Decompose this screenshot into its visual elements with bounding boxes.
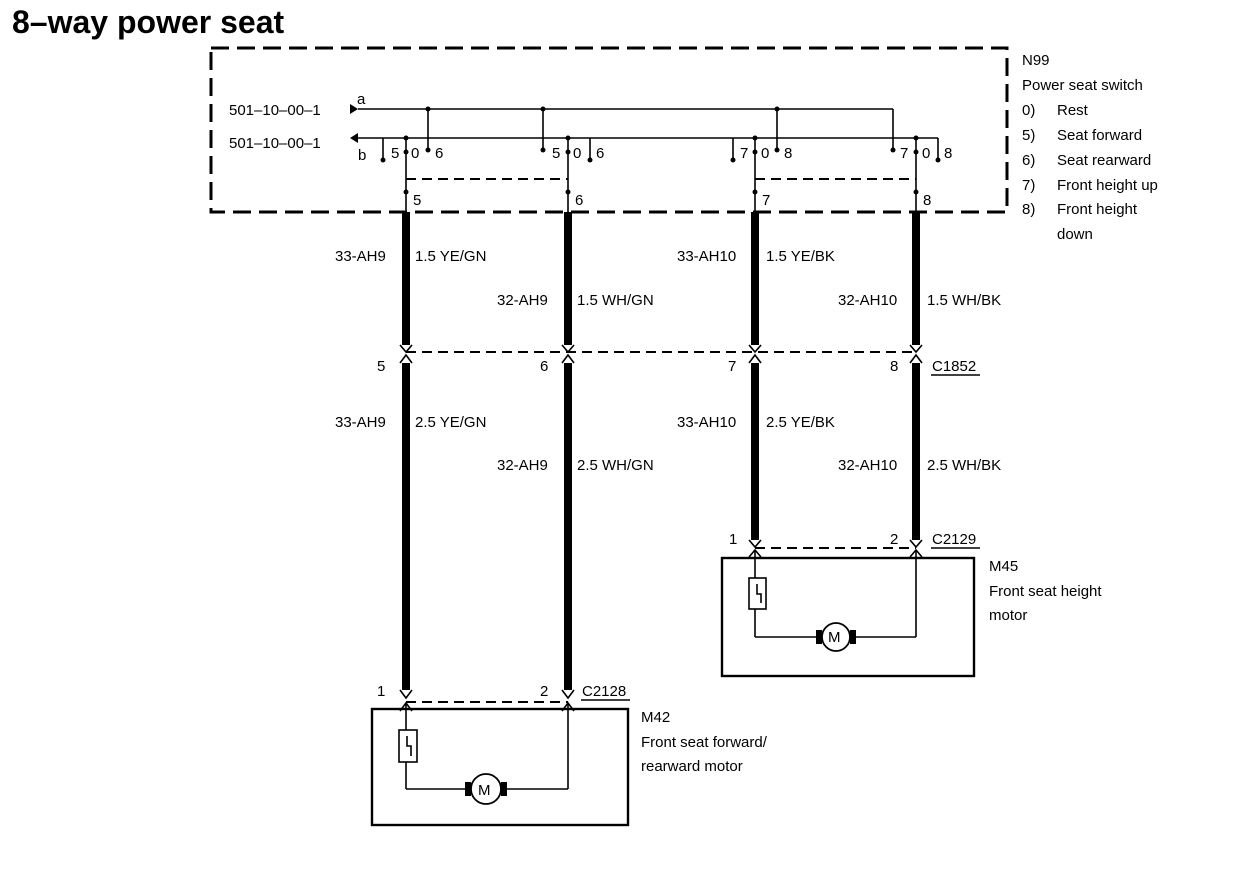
ref-label-a: 501–10–00–1 [229,102,321,119]
ref-letter-b: b [358,147,366,164]
connector-pin: 5 [377,358,385,375]
position-label: Front height up [1057,177,1158,194]
position-num: 5) [1022,127,1035,144]
contact-label: 6 [596,145,604,162]
wire-circuit: 33-AH9 [335,414,386,431]
connector-pin: 2 [890,531,898,548]
position-label: down [1057,226,1093,243]
ref-label-b: 501–10–00–1 [229,135,321,152]
position-label: Seat rearward [1057,152,1151,169]
contact-label: 7 [740,145,748,162]
motor-symbol: M [828,629,841,646]
position-label: Rest [1057,102,1089,119]
contact-label: 0 [573,145,581,162]
position-num: 7) [1022,177,1035,194]
switch-contacts [380,106,941,163]
wire-circuit: 33-AH10 [677,248,736,265]
contact-labels: 5 0 6 5 0 6 7 0 8 7 0 8 [391,145,952,162]
switch-position-list: 0) Rest 5) Seat forward 6) Seat rearward… [1022,102,1158,243]
contact-label: 0 [922,145,930,162]
motor-id: M45 [989,558,1018,575]
contact-label: 6 [435,145,443,162]
arrow-out-icon [350,133,358,143]
switch-pin: 6 [575,192,583,209]
switch-box [209,46,1009,214]
contact-label: 7 [900,145,908,162]
wire-spec: 2.5 YE/GN [415,414,486,431]
connector-id: C2128 [582,683,626,700]
wire-spec: 1.5 WH/BK [927,292,1001,309]
connector-id: C1852 [932,358,976,375]
position-label: Front height [1057,201,1138,218]
contact-label: 8 [784,145,792,162]
motor-m45: M [720,550,976,678]
wire-circuit: 32-AH9 [497,292,548,309]
connector-pin: 7 [728,358,736,375]
contact-label: 5 [391,145,399,162]
wire-spec: 2.5 WH/GN [577,457,654,474]
contact-label: 5 [552,145,560,162]
contact-label: 0 [411,145,419,162]
wire-circuit: 33-AH10 [677,414,736,431]
motor-name: motor [989,607,1027,624]
wire-circuit: 32-AH9 [497,457,548,474]
contact-label: 8 [944,145,952,162]
switch-pin: 8 [923,192,931,209]
lower-wires [402,363,920,690]
wire-circuit: 33-AH9 [335,248,386,265]
position-label: Seat forward [1057,127,1142,144]
thermal-breaker-icon [748,577,767,610]
wire-circuit: 32-AH10 [838,292,897,309]
switch-pin: 5 [413,192,421,209]
connector-id: C2129 [932,531,976,548]
wire-spec: 2.5 WH/BK [927,457,1001,474]
connector-pin: 1 [377,683,385,700]
motor-name: Front seat height [989,583,1102,600]
wire-spec: 1.5 YE/BK [766,248,835,265]
diagram-title: 8–way power seat [12,4,284,40]
motor-name: rearward motor [641,758,743,775]
connector-pin: 8 [890,358,898,375]
switch-name: Power seat switch [1022,77,1143,94]
wire-spec: 1.5 WH/GN [577,292,654,309]
contact-label: 0 [761,145,769,162]
position-num: 8) [1022,201,1035,218]
ref-letter-a: a [357,91,366,108]
switch-pin: 7 [762,192,770,209]
wire-spec: 2.5 YE/BK [766,414,835,431]
motor-symbol: M [478,782,491,799]
position-num: 6) [1022,152,1035,169]
motor-name: Front seat forward/ [641,734,768,751]
motor-id: M42 [641,709,670,726]
wire-spec: 1.5 YE/GN [415,248,486,265]
switch-id: N99 [1022,52,1050,69]
connector-pin: 2 [540,683,548,700]
bus-a [358,108,894,150]
connector-c1852 [399,344,923,364]
position-num: 0) [1022,102,1035,119]
upper-wires [402,212,920,345]
bus-b [358,137,939,160]
connector-pin: 1 [729,531,737,548]
connector-pin: 6 [540,358,548,375]
wire-circuit: 32-AH10 [838,457,897,474]
arrow-in-icon [350,104,358,114]
motor-m42: M [370,703,630,827]
switch-outputs [403,152,919,212]
thermal-breaker-icon [398,729,418,763]
